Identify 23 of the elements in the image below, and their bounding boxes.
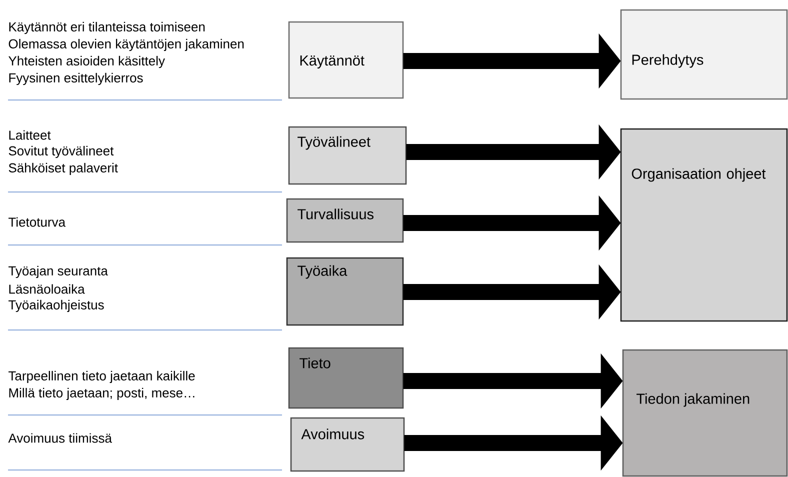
list-item: Työaikaohjeistus	[8, 300, 104, 312]
list-item: Millä tieto jaetaan; posti, mese…	[9, 388, 194, 400]
list-item: Työajan seuranta	[8, 266, 108, 278]
process-box: Perehdytys	[620, 9, 788, 100]
list-item: Laitteet	[9, 130, 51, 140]
process-box: Työvälineet	[288, 126, 407, 185]
process-box: Työaika	[286, 257, 404, 326]
list-item: Fyysinen esittelykierros	[9, 72, 143, 86]
process-box: Turvallisuus	[286, 198, 404, 243]
process-box: Käytännöt	[288, 21, 404, 99]
list-item: Avoimuus tiimissä	[8, 433, 112, 443]
list-item: Läsnäoloaika	[9, 284, 85, 294]
process-box: Organisaation ohjeet	[620, 128, 788, 322]
list-item: Olemassa olevien käytäntöjen jakaminen	[8, 38, 244, 52]
list-item: Tietoturva	[8, 217, 66, 227]
list-item: Tarpeellinen tieto jaetaan kaikille	[8, 370, 195, 384]
process-box: Tieto	[288, 347, 404, 409]
list-item: Käytännöt eri tilanteissa toimiseen	[9, 22, 205, 34]
process-box: Avoimuus	[290, 417, 405, 472]
list-item: Sovitut työvälineet	[8, 146, 114, 158]
list-item: Sähköiset palaverit	[8, 162, 118, 176]
list-item: Yhteisten asioiden käsittely	[8, 56, 165, 68]
process-box: Tiedon jakaminen	[622, 349, 788, 477]
